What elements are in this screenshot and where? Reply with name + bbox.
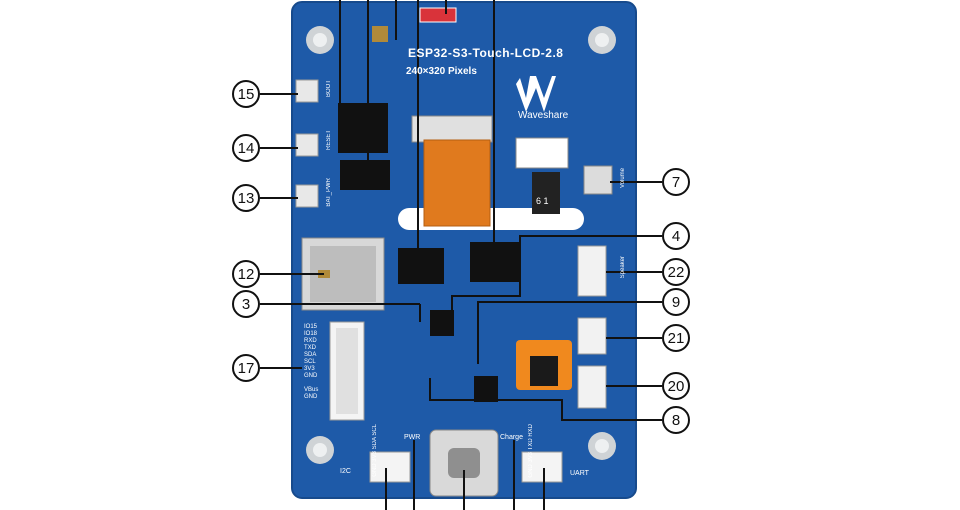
left-header — [329, 321, 365, 421]
reset-label: RESET — [326, 130, 332, 151]
leader-lines — [260, 0, 662, 510]
header-pin — [304, 380, 318, 387]
callout-12: 12 — [232, 260, 260, 288]
callout-22: 22 — [662, 258, 690, 286]
integrated-circuits — [338, 103, 520, 402]
callout-4: 4 — [662, 222, 690, 250]
header-pin: VBus — [304, 387, 319, 393]
header-pin: IO15 — [304, 324, 318, 330]
callout-20: 20 — [662, 372, 690, 400]
callout-17: 17 — [232, 354, 260, 382]
charge-label: Charge — [500, 434, 523, 441]
mounting-holes — [306, 26, 616, 464]
orange-flex — [516, 340, 572, 390]
boot-label: BOOT — [326, 80, 332, 98]
bottom-connectors — [369, 429, 563, 497]
i2c-label: I2C — [340, 468, 351, 475]
i2c-pin-labels: GND 3V3 SDA SCL — [372, 424, 378, 477]
callout-15: 15 — [232, 80, 260, 108]
header-pin: TXD — [304, 345, 316, 351]
header-pin: SCL — [304, 359, 316, 365]
fpc-pin-label: 6 1 — [536, 196, 549, 206]
header-pin: SDA — [304, 352, 317, 358]
touch-fpc — [515, 137, 569, 214]
board-title: ESP32-S3-Touch-LCD-2.8 — [408, 46, 564, 60]
bat-pwr-label: BAT_PWR — [326, 178, 332, 207]
header-pin: IO18 — [304, 331, 318, 337]
uart-label: UART — [570, 470, 589, 477]
callout-7: 7 — [662, 168, 690, 196]
header-pin: 3V3 — [304, 366, 315, 372]
callout-8: 8 — [662, 406, 690, 434]
volume-button — [583, 165, 613, 195]
callout-21: 21 — [662, 324, 690, 352]
callout-9: 9 — [662, 288, 690, 316]
header-pin: GND — [304, 394, 318, 400]
antenna-pad — [372, 26, 388, 42]
board-subtitle: 240×320 Pixels — [406, 66, 477, 77]
volume-label: Volume — [620, 168, 626, 189]
header-pin: GND — [304, 373, 318, 379]
jst-connectors — [577, 245, 607, 409]
callout-13: 13 — [232, 184, 260, 212]
side-buttons — [295, 79, 319, 208]
uart-pin-labels: GND 3V3 TXD RXD — [528, 424, 534, 478]
waveshare-logo-icon — [516, 76, 556, 112]
pwr-label: PWR — [404, 434, 421, 441]
brand-label: Waveshare — [518, 110, 569, 121]
speaker-label: Speaker — [620, 256, 626, 279]
display-fpc — [411, 115, 493, 227]
callout-3: 3 — [232, 290, 260, 318]
header-pin: RXD — [304, 338, 317, 344]
top-connector — [419, 7, 457, 23]
header-pin-labels: IO15 IO18 RXD TXD SDA SCL 3V3 GND VBus G… — [304, 324, 318, 401]
callout-14: 14 — [232, 134, 260, 162]
